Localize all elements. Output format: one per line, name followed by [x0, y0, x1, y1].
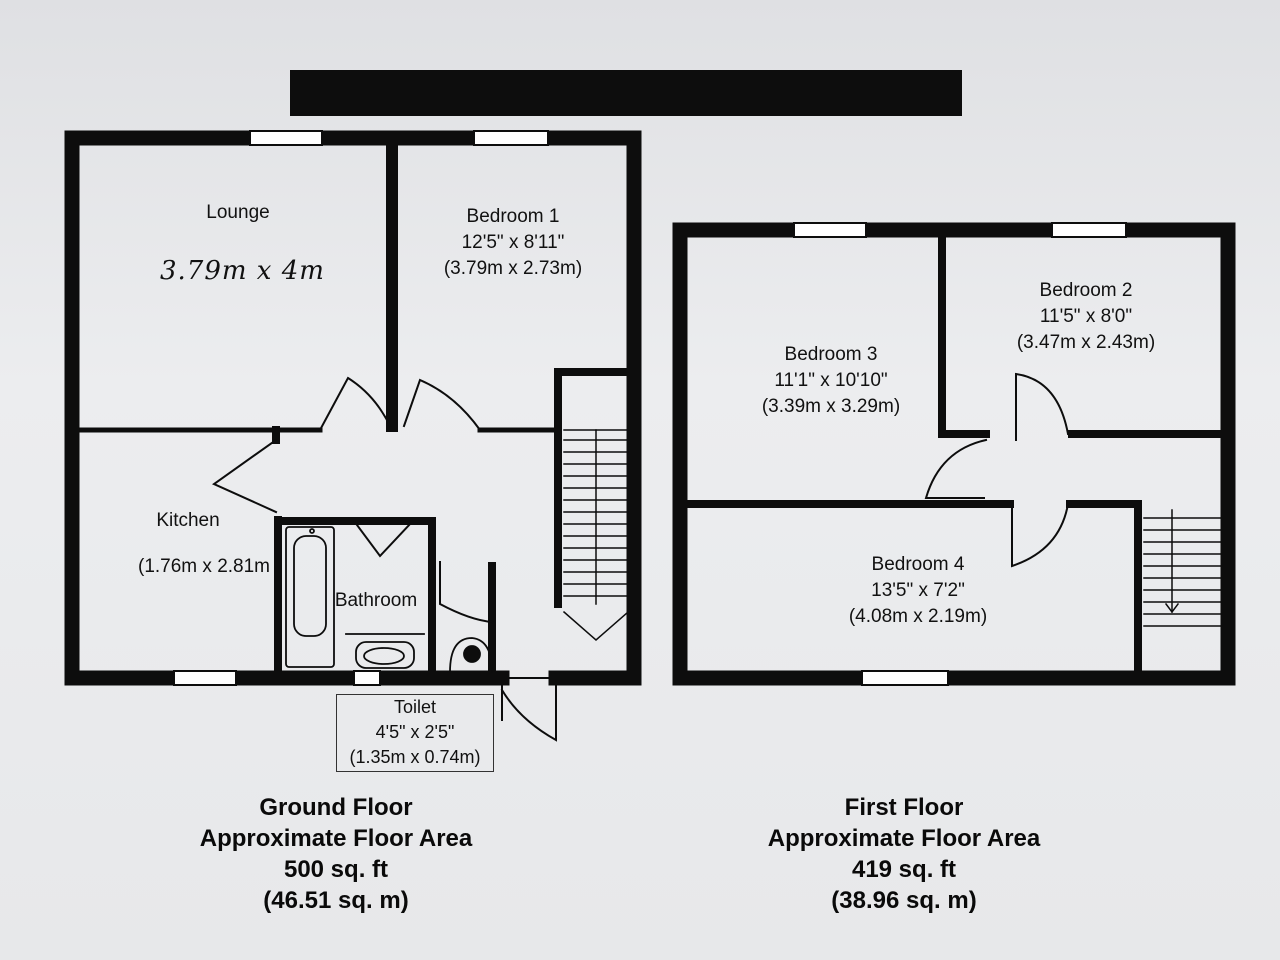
kitchen-name: Kitchen: [156, 510, 220, 531]
bedroom1-label: Bedroom 1 12'5" x 8'11" (3.79m x 2.73m): [418, 204, 608, 282]
ground-windows: [173, 130, 549, 686]
bedroom4-imperial: 13'5" x 7'2": [871, 580, 965, 601]
first-floor-subtitle: Approximate Floor Area: [767, 825, 1041, 852]
bedroom2-label: Bedroom 2 11'5" x 8'0" (3.47m x 2.43m): [996, 278, 1176, 356]
first-floor-plan: [672, 222, 1236, 686]
bedroom2-name: Bedroom 2: [1039, 280, 1133, 301]
bedroom2-metric: (3.47m x 2.43m): [1016, 332, 1156, 353]
kitchen-metric: (1.76m x 2.81m: [138, 556, 270, 577]
bathroom-name: Bathroom: [334, 590, 418, 611]
toilet-callout-box: [336, 694, 494, 772]
ground-floor-summary: Ground Floor Approximate Floor Area 500 …: [166, 792, 506, 916]
toilet-metric: (1.35m x 0.74m): [349, 747, 481, 767]
lounge-name: Lounge: [206, 202, 270, 223]
toilet-imperial: 4'5" x 2'5": [375, 722, 455, 742]
bedroom4-label: Bedroom 4 13'5" x 7'2" (4.08m x 2.19m): [826, 552, 1010, 630]
lounge-label: Lounge: [176, 200, 300, 226]
first-floor-summary: First Floor Approximate Floor Area 419 s…: [734, 792, 1074, 916]
first-doors: [924, 372, 1070, 568]
ground-floor-area-imperial: 500 sq. ft: [283, 856, 389, 883]
first-stairs: [1143, 509, 1221, 627]
first-outer-wall: [672, 222, 1236, 686]
ground-floor-plan: [64, 130, 642, 742]
bedroom4-metric: (4.08m x 2.19m): [848, 606, 988, 627]
lounge-handwritten-size: 3.79m x 4m: [160, 256, 325, 286]
first-floor-title: First Floor: [844, 794, 964, 821]
kitchen-label: Kitchen (1.76m x 2.81m: [122, 508, 286, 580]
ground-stairs: [562, 429, 630, 641]
first-floor-area-imperial: 419 sq. ft: [851, 856, 957, 883]
bedroom2-imperial: 11'5" x 8'0": [1039, 306, 1133, 327]
ground-outer-wall: [64, 130, 642, 686]
toilet-name: Toilet: [393, 697, 437, 717]
ground-floor-title: Ground Floor: [259, 794, 413, 821]
ground-floor-area-metric: (46.51 sq. m): [263, 887, 409, 914]
ground-floor-subtitle: Approximate Floor Area: [199, 825, 473, 852]
bedroom3-name: Bedroom 3: [784, 344, 878, 365]
bedroom4-name: Bedroom 4: [871, 554, 965, 575]
bathroom-fittings: [345, 633, 493, 673]
bathroom-label: Bathroom: [328, 588, 424, 614]
bedroom1-metric: (3.79m x 2.73m): [443, 258, 583, 279]
bath-tub: [285, 526, 335, 668]
redaction-bar: [290, 70, 962, 116]
toilet-label: Toilet 4'5" x 2'5" (1.35m x 0.74m): [336, 695, 494, 770]
ground-doors: [211, 376, 557, 742]
bedroom3-imperial: 11'1" x 10'10": [774, 370, 888, 391]
bedroom3-label: Bedroom 3 11'1" x 10'10" (3.39m x 3.29m): [738, 342, 924, 420]
bedroom1-imperial: 12'5" x 8'11": [461, 232, 565, 253]
first-floor-area-metric: (38.96 sq. m): [831, 887, 977, 914]
first-windows: [793, 222, 1127, 686]
bedroom3-metric: (3.39m x 3.29m): [761, 396, 901, 417]
bedroom1-name: Bedroom 1: [466, 206, 560, 227]
